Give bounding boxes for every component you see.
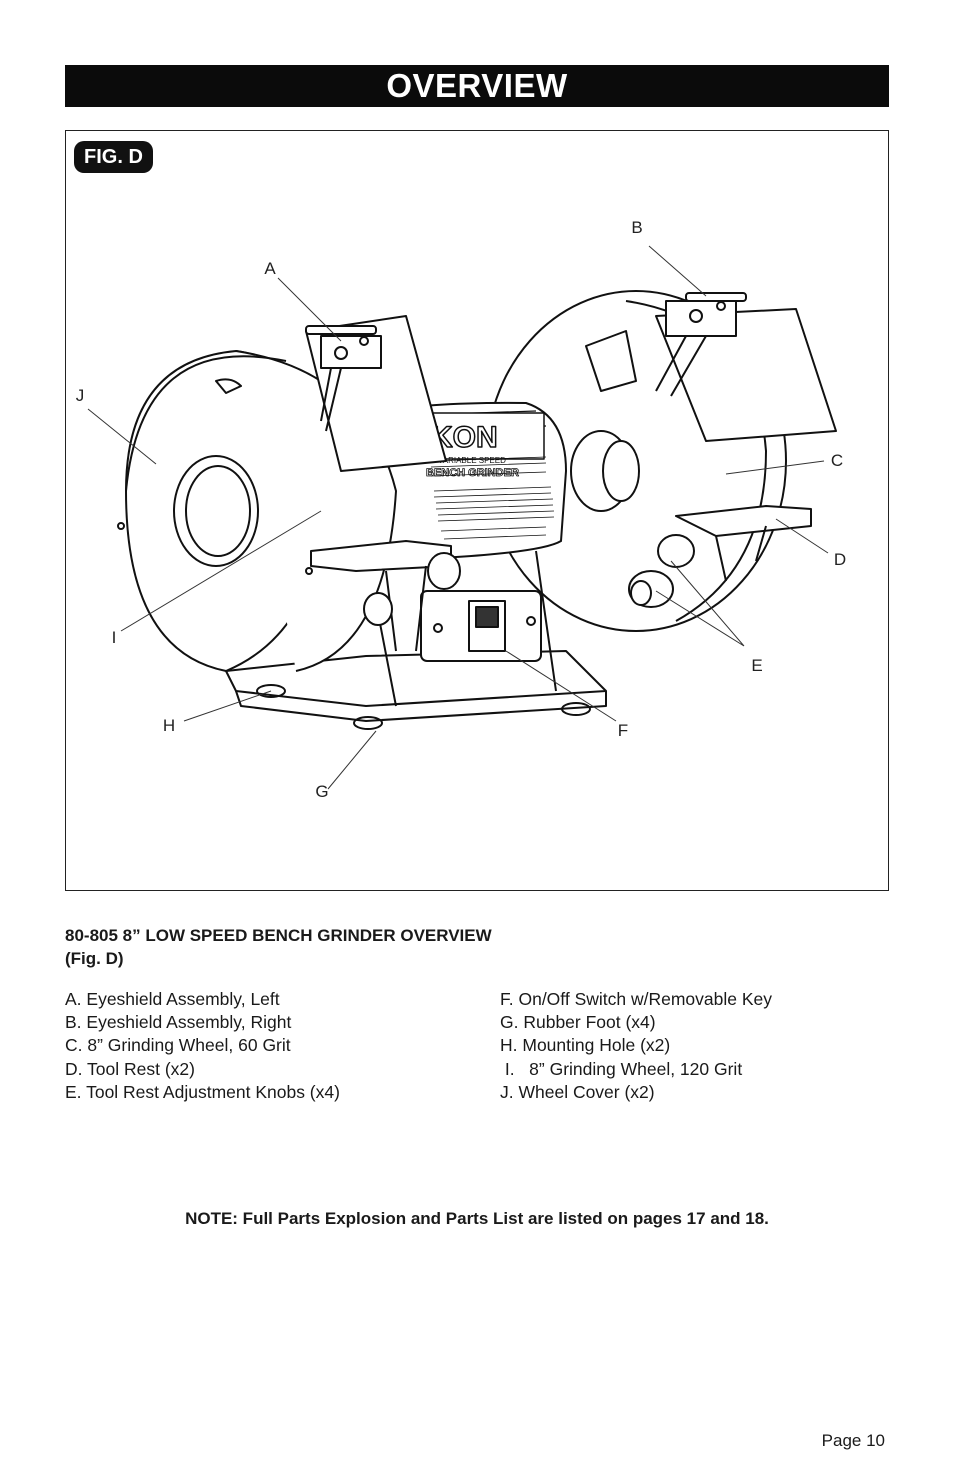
bench-grinder-illustration: RIKON VARIABLE SPEED BENCH GRINDER: [87, 245, 837, 790]
parts-list-right: F. On/Off Switch w/Removable Key G. Rubb…: [500, 988, 772, 1104]
list-item: G. Rubber Foot (x4): [500, 1012, 656, 1033]
list-item: A. Eyeshield Assembly, Left: [65, 989, 280, 1009]
callout-d: D: [833, 550, 847, 569]
callout-i: I: [111, 628, 117, 647]
list-item: J. Wheel Cover (x2): [500, 1081, 655, 1102]
list-item: F. On/Off Switch w/Removable Key: [500, 989, 773, 1009]
list-item: C. 8” Grinding Wheel, 60 Grit: [65, 1035, 291, 1056]
callout-h: H: [162, 716, 176, 735]
list-item: I. 8” Grinding Wheel, 120 Grit: [500, 1058, 743, 1079]
list-item: E. Tool Rest Adjustment Knobs (x4): [65, 1081, 340, 1102]
figure-badge: FIG. D: [74, 141, 153, 173]
leader-lines: [87, 245, 829, 790]
list-item: H. Mounting Hole (x2): [500, 1035, 671, 1056]
page-number: Page 10: [821, 1431, 885, 1450]
parts-note: NOTE: Full Parts Explosion and Parts Lis…: [185, 1209, 769, 1228]
callout-a: A: [264, 259, 276, 278]
callout-j: J: [75, 386, 85, 405]
parts-list-left: A. Eyeshield Assembly, Left B. Eyeshield…: [65, 988, 340, 1104]
section-heading-line1: 80-805 8” LOW SPEED BENCH GRINDER OVERVI…: [65, 926, 492, 945]
figure-d: RIKON VARIABLE SPEED BENCH GRINDER: [65, 130, 889, 891]
callout-g: G: [315, 782, 329, 801]
page-title: OVERVIEW: [65, 65, 889, 107]
section-heading-line2: (Fig. D): [65, 949, 124, 968]
callout-e: E: [751, 656, 763, 675]
brand-subtitle-2: BENCH GRINDER: [426, 467, 519, 479]
list-item: D. Tool Rest (x2): [65, 1058, 195, 1079]
section-heading: 80-805 8” LOW SPEED BENCH GRINDER OVERVI…: [65, 924, 492, 970]
brand-subtitle-1: VARIABLE SPEED: [438, 456, 506, 465]
list-item: B. Eyeshield Assembly, Right: [65, 1012, 292, 1033]
callout-c: C: [830, 451, 844, 470]
callout-f: F: [617, 721, 629, 740]
callout-b: B: [631, 218, 643, 237]
